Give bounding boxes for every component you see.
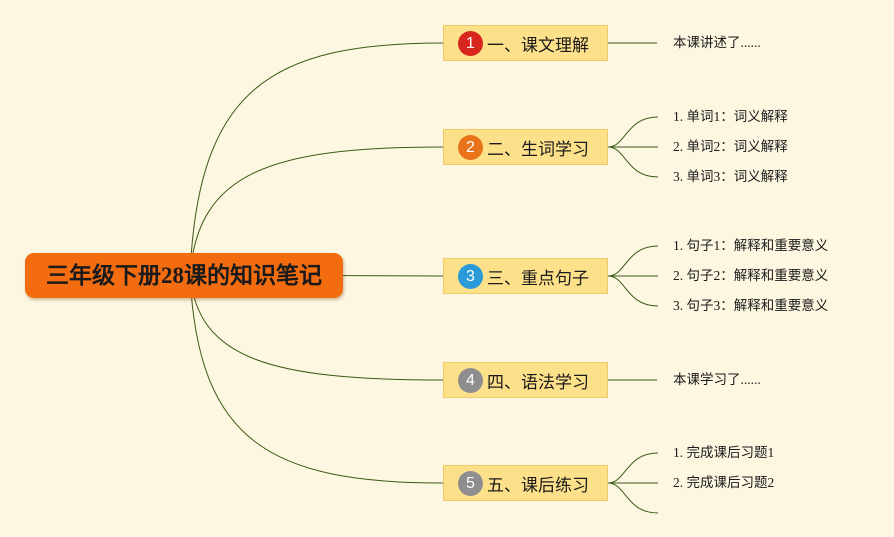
root-to-branch-connector — [189, 274, 444, 484]
leaf-topic[interactable]: 本课学习了...... — [673, 372, 761, 387]
leaf-topic[interactable]: 1. 句子1：解释和重要意义 — [673, 238, 829, 253]
leaf-topic[interactable]: 3. 单词3：词义解释 — [673, 169, 788, 184]
leaf-topic[interactable]: 本课讲述了...... — [673, 35, 761, 50]
root-to-branch-connector — [189, 146, 444, 276]
number-badge-icon: 3 — [458, 263, 483, 289]
root-to-branch-connector — [189, 42, 444, 276]
central-topic[interactable]: 三年级下册28课的知识笔记 — [25, 253, 343, 298]
branch-label: 三、重点句子 — [487, 268, 589, 289]
leaf-topic[interactable]: 2. 句子2：解释和重要意义 — [673, 268, 829, 283]
branch-to-leaf-connector — [607, 452, 659, 484]
branch-to-leaf-connector — [607, 116, 659, 148]
leaf-topic[interactable]: 1. 单词1：词义解释 — [673, 109, 788, 124]
branch-label: 二、生词学习 — [487, 139, 589, 160]
number-badge-icon: 4 — [458, 367, 483, 393]
number-badge-icon: 2 — [458, 134, 483, 160]
branch-label: 四、语法学习 — [487, 372, 589, 393]
branch-to-leaf-connector — [607, 482, 659, 514]
number-badge-icon: 1 — [458, 30, 483, 56]
branch-to-leaf-connector — [607, 146, 659, 178]
root-to-branch-connector — [189, 274, 444, 381]
leaf-topic[interactable]: 1. 完成课后习题1 — [673, 445, 775, 460]
leaf-topic[interactable]: 2. 单词2：词义解释 — [673, 139, 788, 154]
branch-to-leaf-connector — [607, 275, 659, 307]
branch-to-leaf-connector — [607, 245, 659, 277]
leaf-topic[interactable]: 3. 句子3：解释和重要意义 — [673, 298, 829, 313]
branch-label: 一、课文理解 — [487, 35, 589, 56]
number-badge-icon: 5 — [458, 470, 483, 496]
leaf-topic[interactable]: 2. 完成课后习题2 — [673, 475, 775, 490]
branch-label: 五、课后练习 — [487, 475, 589, 496]
